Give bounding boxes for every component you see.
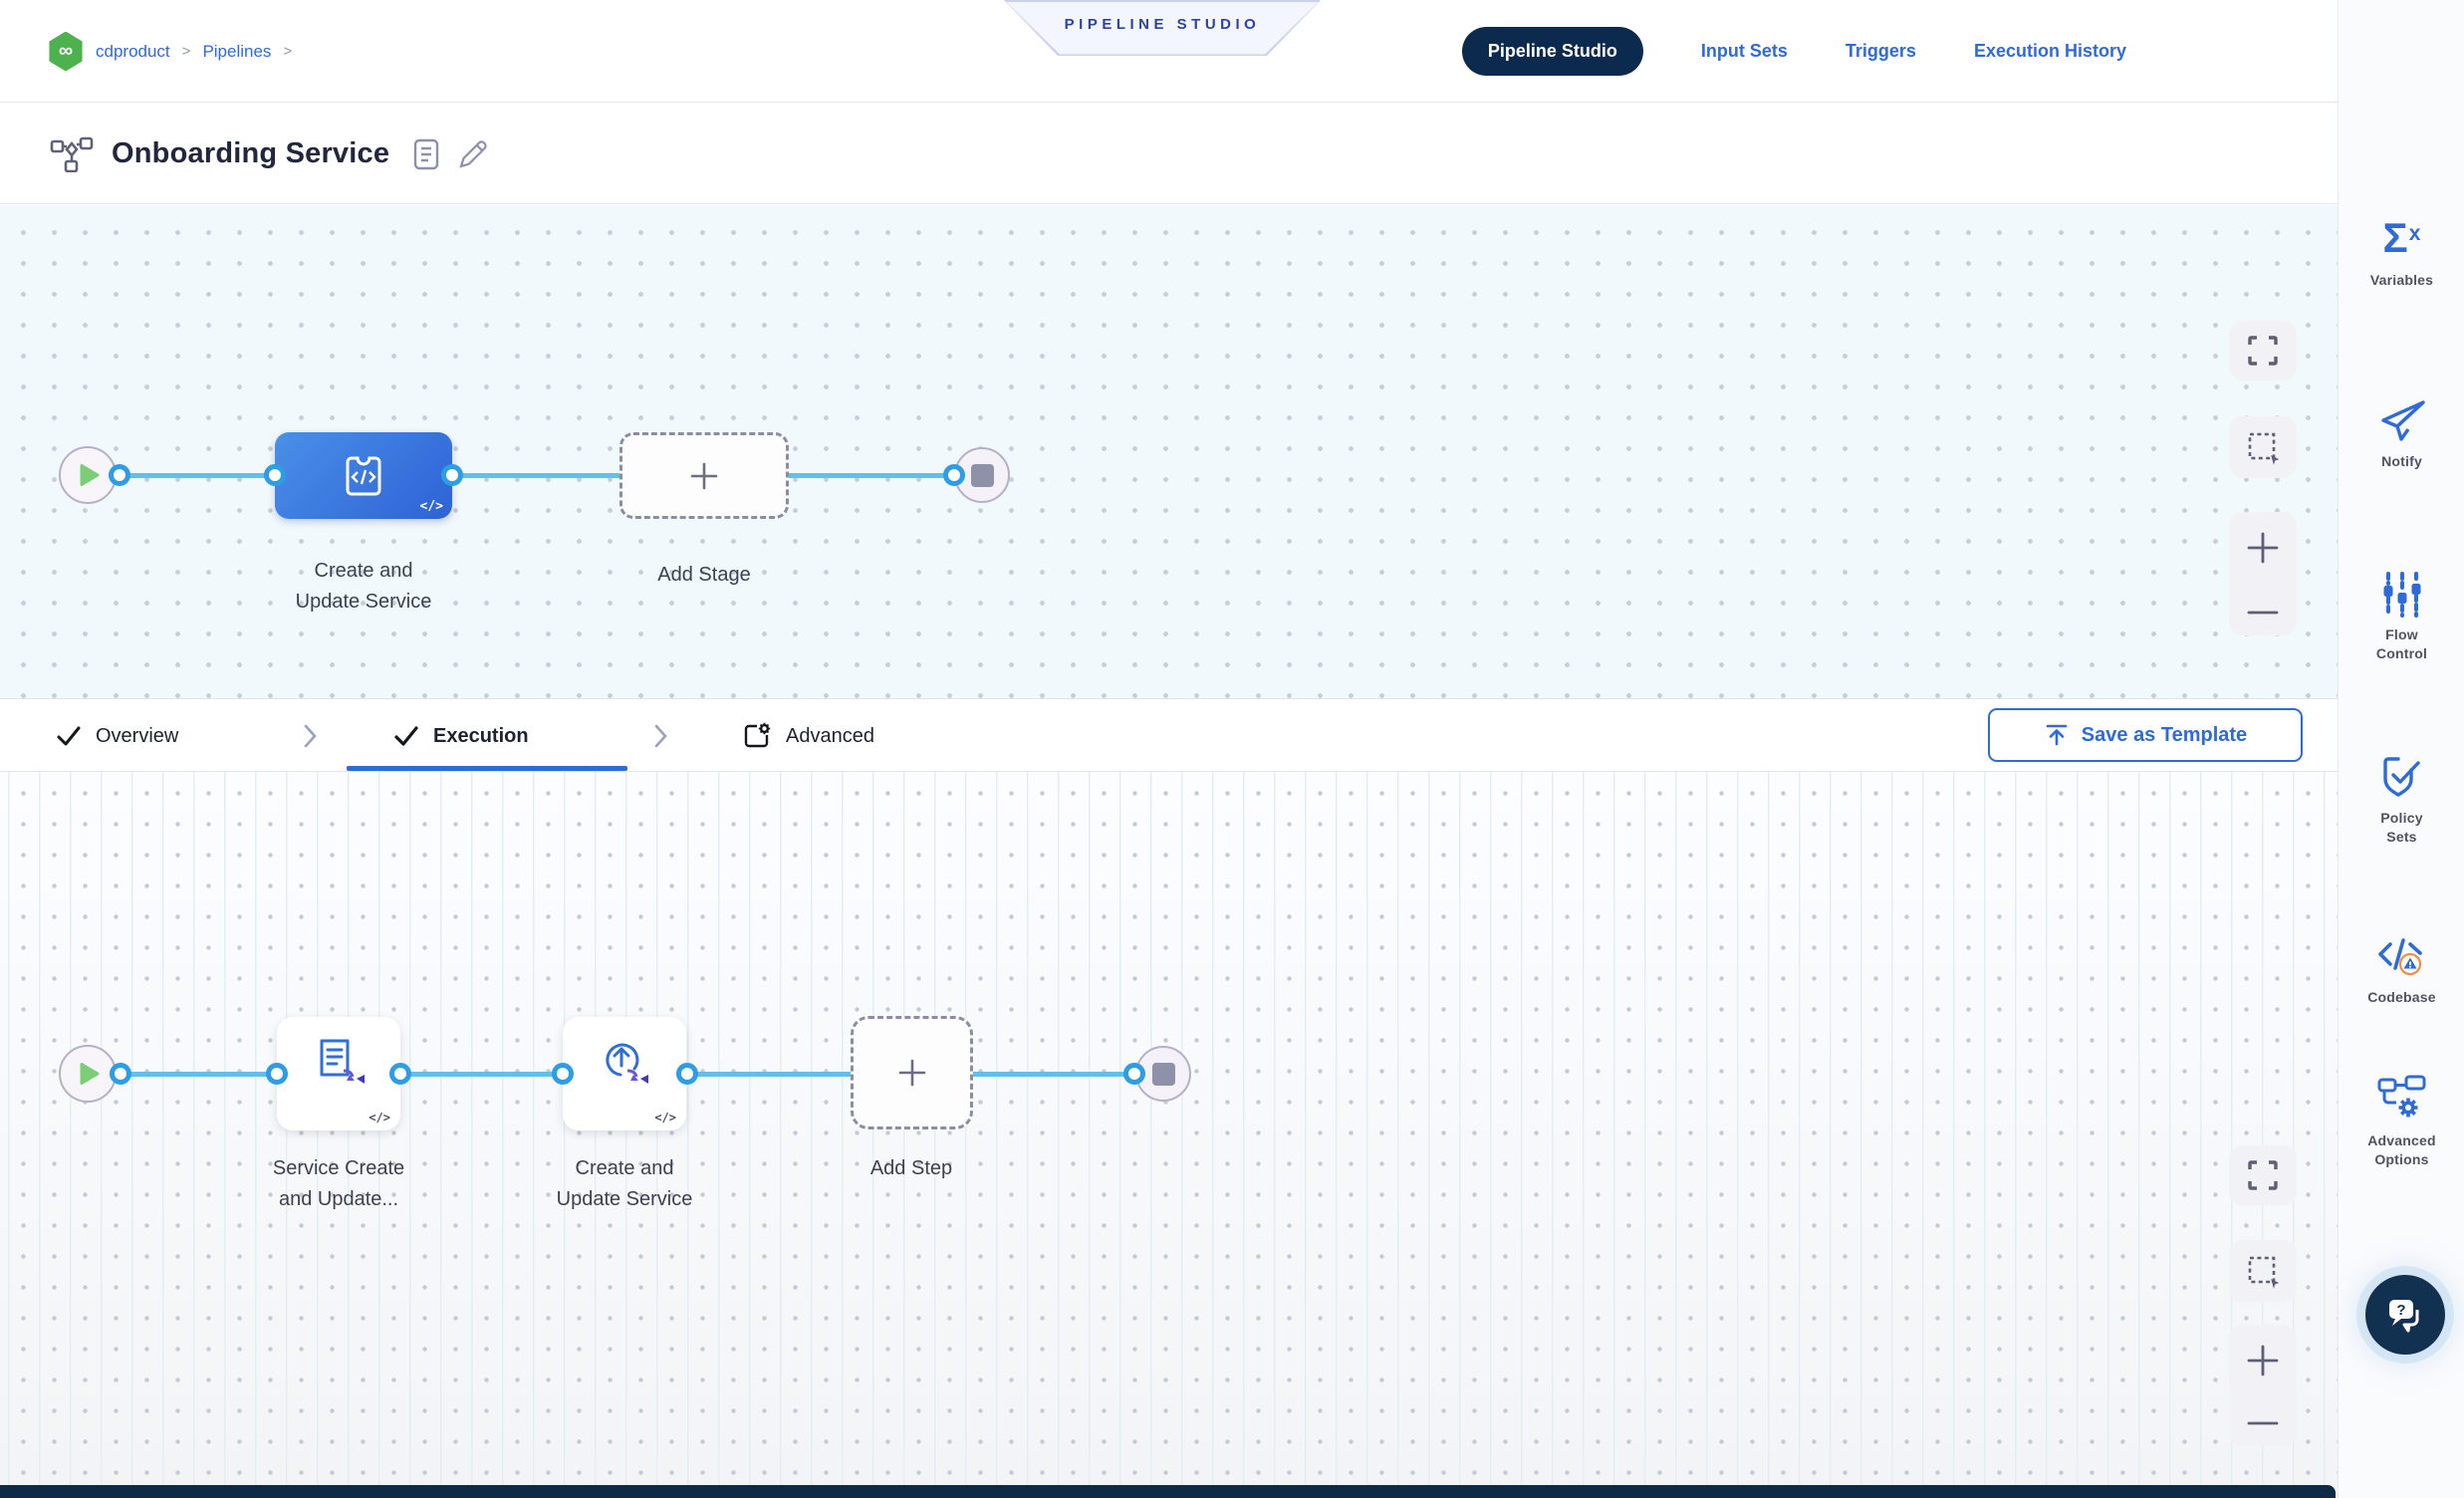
zoom-controls — [2229, 1325, 2297, 1446]
tab-pipeline-studio[interactable]: Pipeline Studio — [1461, 27, 1643, 76]
upload-template-icon — [2046, 724, 2068, 746]
multi-select-button[interactable] — [2229, 1240, 2297, 1302]
play-icon — [80, 1063, 100, 1085]
connector-port[interactable] — [552, 1063, 574, 1085]
pipeline-graph-icon — [50, 136, 94, 172]
step-label[interactable]: Create and Update Service — [556, 1157, 693, 1210]
code-glyph: </> — [419, 499, 443, 514]
pipeline-gear-icon — [2377, 1075, 2425, 1118]
tab-execution[interactable]: Execution — [393, 700, 529, 772]
plus-icon — [898, 1059, 925, 1087]
custom-stage-icon — [346, 456, 381, 495]
fullscreen-icon — [2248, 1160, 2278, 1190]
stage-canvas[interactable] — [0, 205, 2338, 699]
stop-icon — [1151, 1062, 1175, 1086]
play-icon — [80, 464, 100, 486]
execution-start-node — [59, 1045, 117, 1103]
connector-port[interactable] — [264, 464, 286, 486]
advanced-gear-box-icon — [744, 722, 771, 748]
pipeline-studio-banner: PIPELINE STUDIO — [1004, 0, 1321, 56]
check-icon — [57, 726, 81, 746]
edit-pencil-icon[interactable] — [457, 138, 489, 170]
execution-step-canvas[interactable] — [0, 772, 2338, 1498]
connector-port[interactable] — [1123, 1063, 1145, 1085]
zoom-out-icon[interactable] — [2243, 606, 2283, 620]
page-title: Onboarding Service — [112, 137, 390, 169]
multi-select-button[interactable] — [2229, 416, 2297, 478]
sidebar-item-codebase[interactable]: Codebase — [2339, 934, 2464, 1007]
harness-infinity-logo-icon: ∞ — [49, 31, 83, 72]
fit-to-screen-button[interactable] — [2229, 1145, 2297, 1205]
code-warning-icon — [2377, 938, 2422, 976]
add-stage-button[interactable] — [619, 432, 789, 519]
code-glyph: </> — [369, 1111, 390, 1124]
zoom-controls — [2229, 512, 2297, 635]
stage-config-tabbar: Overview Execution Advanced Save as Temp… — [0, 700, 2338, 772]
tab-advanced[interactable]: Advanced — [742, 700, 874, 772]
zoom-out-icon[interactable] — [2243, 1416, 2283, 1430]
connector-port[interactable] — [109, 464, 130, 486]
check-icon — [394, 726, 418, 746]
breadcrumb-pipelines-link[interactable]: Pipelines — [202, 41, 272, 61]
paper-plane-icon — [2380, 400, 2425, 441]
active-tab-underline — [347, 766, 627, 771]
tab-triggers[interactable]: Triggers — [1845, 41, 1916, 61]
breadcrumb-project-link[interactable]: cdproduct — [96, 41, 170, 61]
step-node-service-create-and-update[interactable]: </> — [277, 1017, 400, 1130]
code-glyph: </> — [654, 1111, 676, 1124]
selection-box-icon — [2248, 432, 2280, 465]
top-nav: Pipeline Studio Input Sets Triggers Exec… — [1461, 0, 2126, 103]
selection-box-icon — [2248, 1256, 2280, 1289]
connector-port[interactable] — [676, 1063, 698, 1085]
pipeline-toolbar: Onboarding Service VISUAL YAML Save — [0, 104, 2338, 289]
sliders-icon — [2383, 572, 2420, 618]
connector-port[interactable] — [266, 1063, 288, 1085]
pipeline-studio-banner-label: PIPELINE STUDIO — [1006, 1, 1319, 55]
shield-check-icon — [2382, 757, 2420, 797]
zoom-in-icon[interactable] — [2243, 1341, 2283, 1380]
stage-connector-line — [88, 473, 982, 478]
tab-input-sets[interactable]: Input Sets — [1700, 41, 1788, 61]
stage-label[interactable]: Create and Update Service — [295, 560, 432, 613]
chevron-right-icon — [299, 700, 321, 772]
add-step-label: Add Step — [869, 1157, 953, 1179]
connector-port[interactable] — [441, 464, 463, 486]
plus-icon — [690, 462, 718, 489]
sidebar-item-notify[interactable]: Notify — [2339, 396, 2464, 471]
connector-port[interactable] — [943, 464, 965, 486]
breadcrumb-separator: > — [283, 43, 293, 60]
help-chat-button[interactable]: ? — [2365, 1275, 2445, 1355]
connector-port[interactable] — [389, 1063, 411, 1085]
tab-overview[interactable]: Overview — [56, 700, 178, 772]
add-step-button[interactable] — [851, 1016, 973, 1129]
terraform-apply-icon — [563, 1035, 686, 1095]
chevron-right-icon — [649, 700, 671, 772]
step-label[interactable]: Service Create and Update... — [272, 1157, 405, 1210]
add-stage-label: Add Stage — [657, 564, 751, 586]
fit-to-screen-button[interactable] — [2229, 321, 2297, 380]
stop-icon — [970, 463, 994, 487]
breadcrumb-separator: > — [181, 43, 191, 60]
zoom-in-icon[interactable] — [2243, 528, 2283, 568]
step-node-create-and-update-service[interactable]: </> — [563, 1017, 686, 1130]
tab-execution-history[interactable]: Execution History — [1973, 41, 2126, 61]
breadcrumb: ∞ cdproduct > Pipelines > — [48, 0, 292, 103]
fullscreen-icon — [2248, 336, 2278, 366]
stage-node-create-and-update-service[interactable]: </> — [275, 432, 452, 519]
connector-port[interactable] — [110, 1063, 131, 1085]
terraform-document-icon — [277, 1035, 400, 1095]
chat-question-icon: ? — [2389, 1300, 2419, 1333]
svg-text:?: ? — [2396, 1302, 2405, 1319]
readme-icon[interactable] — [413, 138, 439, 170]
top-header: ∞ cdproduct > Pipelines > PIPELINE STUDI… — [0, 0, 2338, 103]
canvas-bottom-bar — [0, 1485, 2336, 1498]
save-as-template-button[interactable]: Save as Template — [1988, 708, 2303, 762]
